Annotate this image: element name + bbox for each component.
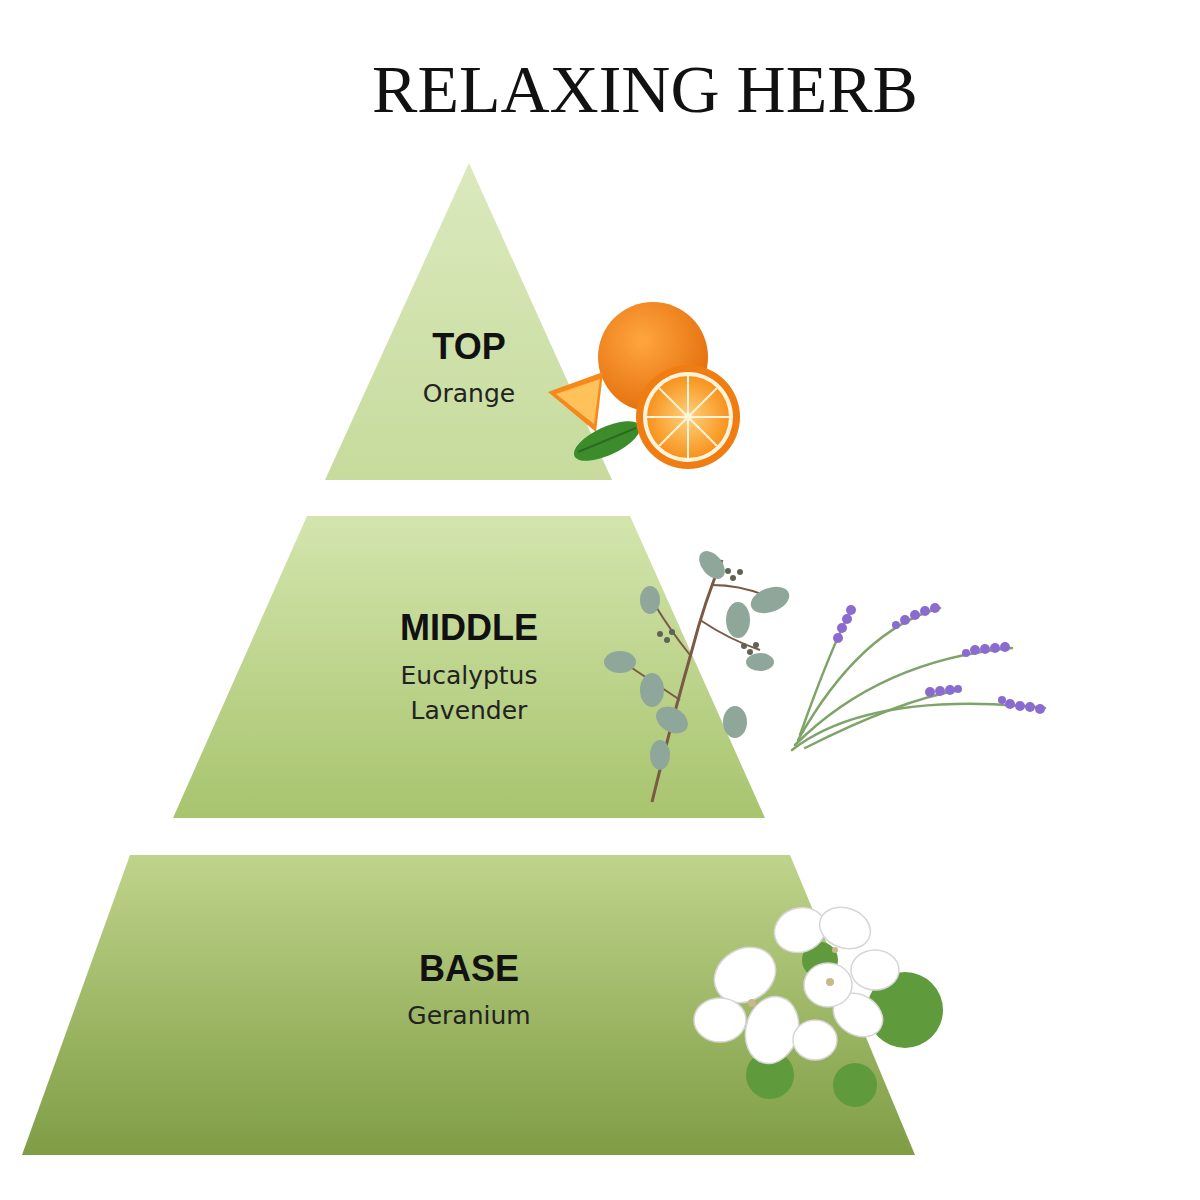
ingredient-name: Geranium <box>407 998 530 1033</box>
base-tier: BASE Geranium <box>22 855 915 1155</box>
diagram-title: RELAXING HERB <box>345 52 945 127</box>
tier-label-group: BASE Geranium <box>407 947 530 1033</box>
ingredient-name: Eucalyptus <box>400 658 538 693</box>
ingredient-name: Lavender <box>400 693 538 728</box>
ingredient-name: Orange <box>423 376 515 411</box>
middle-tier: MIDDLE EucalyptusLavender <box>173 516 765 818</box>
tier-shape <box>325 163 612 480</box>
tier-label-group: TOP Orange <box>423 325 515 411</box>
lavender-illustration <box>792 603 1045 750</box>
tier-heading: MIDDLE <box>400 606 538 649</box>
tier-label-group: MIDDLE EucalyptusLavender <box>400 606 538 727</box>
tier-heading: BASE <box>407 947 530 990</box>
top-tier: TOP Orange <box>325 163 612 480</box>
tier-heading: TOP <box>423 325 515 368</box>
